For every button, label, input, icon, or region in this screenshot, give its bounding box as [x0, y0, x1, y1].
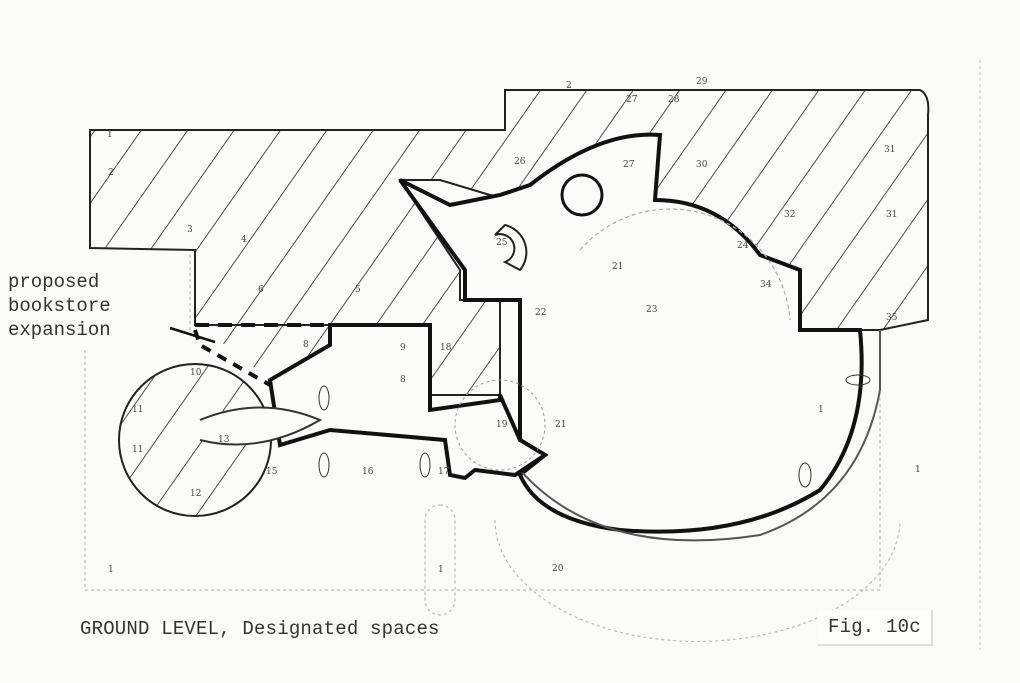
room-number: 31: [884, 145, 895, 155]
annotation-line: proposed: [8, 271, 100, 293]
site-outline: [84, 60, 981, 650]
room-number: 3: [187, 225, 193, 235]
room-number: 2: [566, 81, 572, 91]
room-number: 21: [555, 420, 566, 430]
room-number: 15: [266, 467, 278, 477]
room-number: 28: [668, 95, 680, 105]
room-number: 1: [108, 565, 114, 575]
room-number: 18: [440, 343, 452, 353]
room-number: 9: [400, 343, 406, 353]
room-number: 13: [218, 435, 230, 445]
annotation-line: expansion: [8, 319, 111, 341]
room-number: 35: [886, 313, 898, 323]
room-number: 1: [107, 130, 113, 140]
expansion-boundary: [169, 323, 330, 387]
room-number: 20: [552, 564, 564, 574]
room-number: 24: [737, 241, 749, 251]
room-number: 1: [915, 465, 921, 475]
room-numbers: 1 2 3 4 5 6 8 9 8 10 11 11 12 13 15 16 1…: [107, 77, 921, 575]
bookstore-annotation: proposed bookstore expansion: [8, 270, 111, 342]
room-number: 17: [438, 467, 450, 477]
room-number: 12: [190, 489, 201, 499]
room-number: 10: [190, 368, 202, 378]
room-number: 30: [696, 160, 708, 170]
room-number: 16: [362, 467, 374, 477]
room-number: 11: [132, 405, 143, 415]
figure-label: Fig. 10c: [818, 610, 933, 646]
room-number: 19: [496, 420, 508, 430]
room-number: 6: [258, 285, 264, 295]
room-number: 21: [612, 262, 623, 272]
room-number: 32: [784, 210, 795, 220]
room-number: 4: [241, 235, 247, 245]
room-number: 22: [535, 308, 546, 318]
room-number: 5: [355, 285, 361, 295]
room-number: 31: [886, 210, 897, 220]
room-number: 2: [108, 168, 114, 178]
room-number: 27: [626, 95, 638, 105]
room-number: 11: [132, 445, 143, 455]
room-number: 25: [496, 238, 508, 248]
annotation-line: bookstore: [8, 295, 111, 317]
room-number: 27: [623, 160, 635, 170]
room-number: 26: [514, 157, 526, 167]
room-number: 34: [760, 280, 772, 290]
room-number: 8: [303, 340, 309, 350]
room-number: 23: [646, 305, 658, 315]
atrium: [398, 132, 881, 542]
room-number: 1: [818, 405, 824, 415]
lobby: [199, 323, 871, 488]
room-number: 29: [696, 77, 708, 87]
room-number: 8: [400, 375, 406, 385]
figure-caption: GROUND LEVEL, Designated spaces: [80, 618, 440, 640]
room-number: 1: [438, 565, 444, 575]
